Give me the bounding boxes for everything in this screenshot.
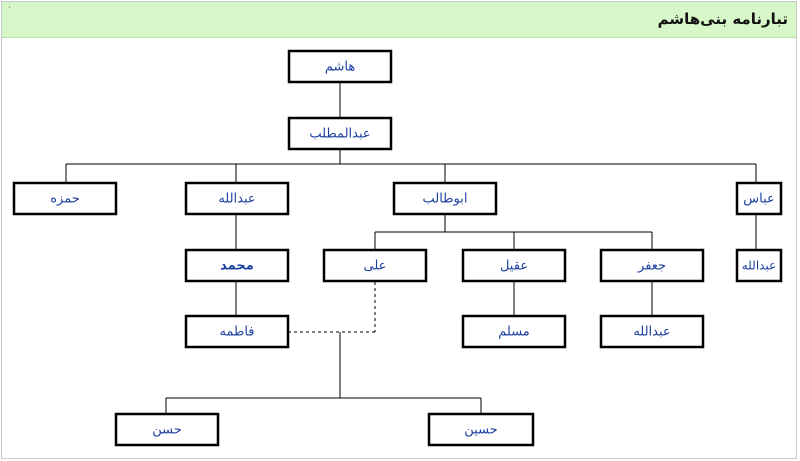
node-fatima: فاطمه xyxy=(184,314,290,349)
node-abbas: عباس xyxy=(735,181,783,216)
node-label-jafar: جعفر xyxy=(637,259,666,274)
node-hasan: حسن xyxy=(114,412,220,447)
page-title: تبارنامه بنی‌هاشم xyxy=(657,10,788,28)
node-label-ali: علی xyxy=(364,259,387,274)
node-label-husayn: حسین xyxy=(464,423,497,438)
node-label-hamza: حمزه xyxy=(50,192,80,207)
corner-mark-icon: ` xyxy=(8,6,12,15)
node-label-muslim: مسلم xyxy=(498,325,530,340)
node-abdullah: عبدالله xyxy=(184,181,290,216)
node-label-aqil: عقیل xyxy=(500,259,528,274)
node-label-muhammad: محمد xyxy=(220,259,254,274)
node-label-abdullah-son-of-abbas: عبدالله xyxy=(742,259,776,273)
tree-connectors xyxy=(65,82,757,414)
node-abdulmuttalib: عبدالمطلب xyxy=(287,116,393,151)
node-abdullah-son-of-abbas: عبدالله xyxy=(735,248,783,283)
node-label-abdullah-son-of-jafar: عبدالله xyxy=(633,325,670,340)
node-muslim: مسلم xyxy=(461,314,567,349)
node-label-hashim: هاشم xyxy=(325,60,356,75)
node-husayn: حسین xyxy=(427,412,535,447)
node-abutalib: ابوطالب xyxy=(392,181,498,216)
node-label-abutalib: ابوطالب xyxy=(423,192,468,207)
node-label-abdulmuttalib: عبدالمطلب xyxy=(309,127,370,142)
node-hamza: حمزه xyxy=(12,181,118,216)
node-label-abbas: عباس xyxy=(743,192,775,207)
node-label-fatima: فاطمه xyxy=(219,325,254,340)
node-jafar: جعفر xyxy=(599,248,705,283)
node-aqil: عقیل xyxy=(461,248,567,283)
node-muhammad: محمد xyxy=(184,248,290,283)
title-bar: ` تبارنامه بنی‌هاشم xyxy=(2,2,796,38)
node-label-hasan: حسن xyxy=(152,423,182,438)
node-abdullah-son-of-jafar: عبدالله xyxy=(599,314,705,349)
node-ali: علی xyxy=(322,248,428,283)
node-label-abdullah: عبدالله xyxy=(218,192,255,207)
node-hashim: هاشم xyxy=(287,49,393,84)
